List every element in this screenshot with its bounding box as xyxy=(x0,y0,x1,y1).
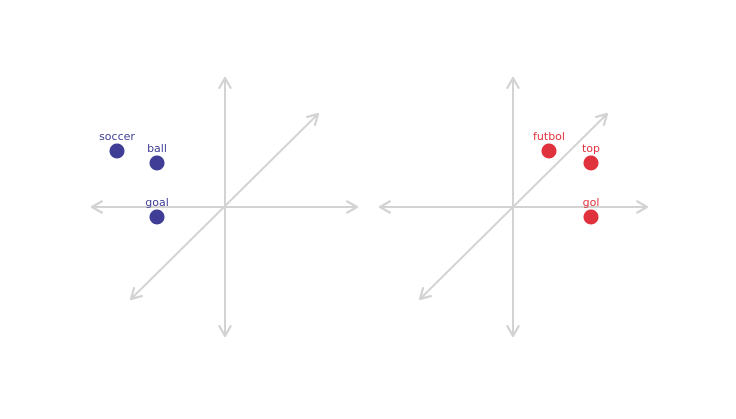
label-gol: gol xyxy=(583,196,600,209)
point-goal xyxy=(149,209,165,225)
left-z-axis xyxy=(129,112,320,301)
left-axes xyxy=(90,76,359,338)
point-soccer xyxy=(109,143,125,159)
point-top xyxy=(583,155,599,171)
right-axes xyxy=(378,76,649,338)
right-word-points: futbol top gol xyxy=(533,130,600,225)
point-ball xyxy=(149,155,165,171)
label-ball: ball xyxy=(147,142,167,155)
label-top: top xyxy=(582,142,600,155)
point-futbol xyxy=(541,143,557,159)
right-z-axis xyxy=(418,112,609,301)
label-soccer: soccer xyxy=(99,130,135,143)
left-word-points: soccer ball goal xyxy=(99,130,169,225)
label-goal: goal xyxy=(145,196,169,209)
label-futbol: futbol xyxy=(533,130,565,143)
point-gol xyxy=(583,209,599,225)
